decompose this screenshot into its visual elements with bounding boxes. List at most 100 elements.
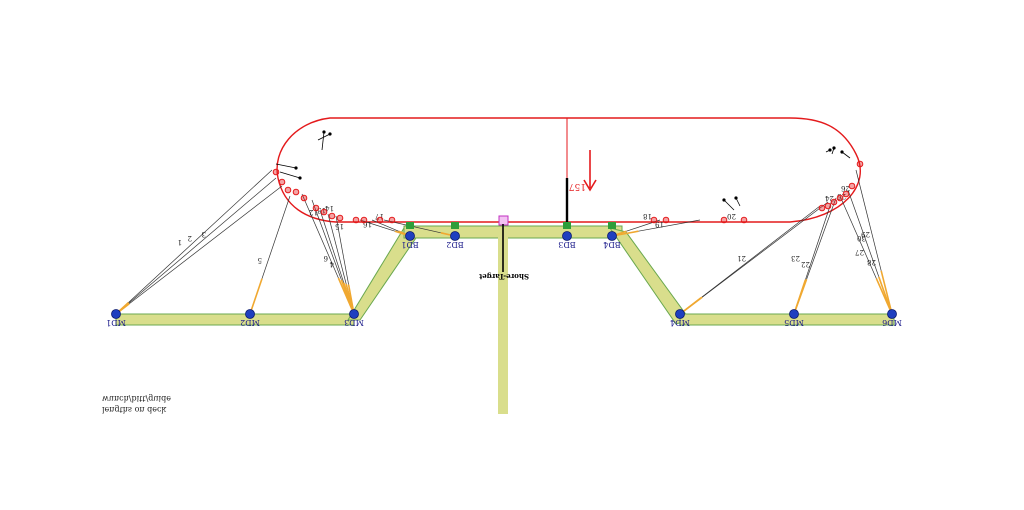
fairlead bbox=[336, 214, 344, 222]
fairlead bbox=[328, 212, 336, 220]
shore-target-label: Shore-Target bbox=[478, 272, 529, 281]
mooring-line bbox=[327, 213, 347, 285]
fairleads bbox=[272, 160, 864, 224]
fender bbox=[451, 222, 459, 229]
quay-walkway-right bbox=[679, 313, 895, 326]
fairlead bbox=[292, 188, 300, 196]
bollard-label: MD6 bbox=[882, 318, 902, 327]
mooring-line bbox=[626, 219, 661, 232]
shore-target: Shore-Target bbox=[478, 215, 529, 281]
mooring-line bbox=[806, 197, 837, 280]
line-number-label: 19 bbox=[655, 220, 664, 228]
fairlead bbox=[320, 208, 328, 216]
mooring-line bbox=[855, 169, 882, 271]
winch-lead bbox=[279, 171, 301, 179]
fairlead bbox=[662, 216, 670, 224]
line-number-label: 16 bbox=[363, 220, 372, 228]
winch-post bbox=[722, 198, 726, 202]
bollard-md1 bbox=[111, 309, 121, 319]
line-number-label: 17 bbox=[375, 212, 384, 220]
mooring-line bbox=[301, 193, 339, 279]
mooring-line-tail bbox=[793, 278, 808, 315]
vessel-outline bbox=[276, 117, 861, 223]
mooring-line bbox=[839, 195, 877, 279]
winch-post bbox=[828, 148, 832, 152]
line-number-label: 14 bbox=[325, 204, 334, 212]
line-number-label: 28 bbox=[867, 258, 876, 266]
fairlead bbox=[856, 160, 864, 168]
winch-lead bbox=[321, 131, 325, 151]
mooring-line bbox=[128, 169, 273, 303]
fairlead bbox=[720, 216, 728, 224]
mooring-line-tail bbox=[249, 278, 263, 315]
winch-post bbox=[328, 132, 332, 136]
legend-line-2: lengths on deck bbox=[102, 405, 167, 414]
mooring-line bbox=[311, 199, 342, 280]
quay-walkway-left bbox=[115, 313, 355, 326]
mooring-line bbox=[371, 219, 399, 232]
fender bbox=[406, 222, 414, 229]
bollard-bd4 bbox=[607, 231, 617, 241]
fairlead bbox=[312, 204, 320, 212]
winch-post bbox=[294, 166, 298, 170]
bollard-label: MD1 bbox=[106, 318, 126, 327]
line-number-label: 18 bbox=[643, 212, 652, 220]
line-number-label: 15 bbox=[335, 222, 344, 230]
bollard-md4 bbox=[675, 309, 685, 319]
winch-post bbox=[298, 176, 302, 180]
line-number-label: 20 bbox=[727, 212, 736, 220]
mooring-line bbox=[805, 199, 833, 280]
fenders bbox=[406, 222, 616, 229]
mooring-line-tail bbox=[347, 284, 355, 315]
line-number-label: 4 bbox=[329, 260, 334, 268]
mooring-line bbox=[319, 209, 345, 283]
line-number-label: 22 bbox=[801, 260, 810, 268]
bollard-label: BD3 bbox=[558, 240, 575, 249]
bollard-label: MD5 bbox=[784, 318, 804, 327]
fender bbox=[563, 222, 571, 229]
line-number-label: 12 bbox=[309, 208, 318, 216]
fairlead bbox=[848, 182, 856, 190]
bollard-label: BD4 bbox=[603, 240, 620, 249]
fairlead bbox=[376, 216, 384, 224]
fairlead bbox=[836, 194, 844, 202]
fairlead bbox=[300, 194, 308, 202]
fairlead bbox=[278, 178, 286, 186]
fairlead bbox=[352, 216, 360, 224]
bollard-label: BD1 bbox=[401, 240, 418, 249]
bollard-md6 bbox=[887, 309, 897, 319]
fairlead bbox=[824, 202, 832, 210]
fairlead bbox=[650, 216, 658, 224]
line-number-label: 23 bbox=[791, 254, 800, 262]
winch-post bbox=[322, 130, 326, 134]
mooring-line-tail bbox=[880, 270, 893, 315]
line-number-label: 21 bbox=[737, 254, 746, 262]
line-number-label: 30 bbox=[857, 234, 866, 242]
line-number-label: 24 bbox=[825, 194, 834, 202]
mooring-line bbox=[700, 205, 821, 299]
fairlead bbox=[830, 198, 838, 206]
mooring-line bbox=[128, 177, 277, 304]
winch-lead bbox=[275, 163, 297, 169]
line-number-label: 6 bbox=[323, 254, 328, 262]
line-number-label: 26 bbox=[841, 184, 850, 192]
bollard-bd2 bbox=[450, 231, 460, 241]
winch-post bbox=[832, 146, 836, 150]
bollard-md5 bbox=[789, 309, 799, 319]
bollard-md2 bbox=[245, 309, 255, 319]
line-number-label: 29 bbox=[861, 230, 870, 238]
mooring-line bbox=[129, 185, 283, 305]
line-number-label: 1 bbox=[178, 238, 182, 246]
mooring-line bbox=[261, 195, 291, 279]
mooring-line bbox=[335, 215, 349, 285]
legend-line-1: wunch/bitt/guide bbox=[102, 394, 171, 403]
winch-lead bbox=[841, 151, 851, 159]
fairlead bbox=[272, 168, 280, 176]
mooring-line bbox=[638, 219, 701, 232]
line-number-label: 5 bbox=[258, 256, 262, 264]
fairlead bbox=[842, 190, 850, 198]
mooring-line bbox=[701, 201, 829, 298]
quay-trestle bbox=[498, 236, 508, 414]
winch-post bbox=[734, 196, 738, 200]
